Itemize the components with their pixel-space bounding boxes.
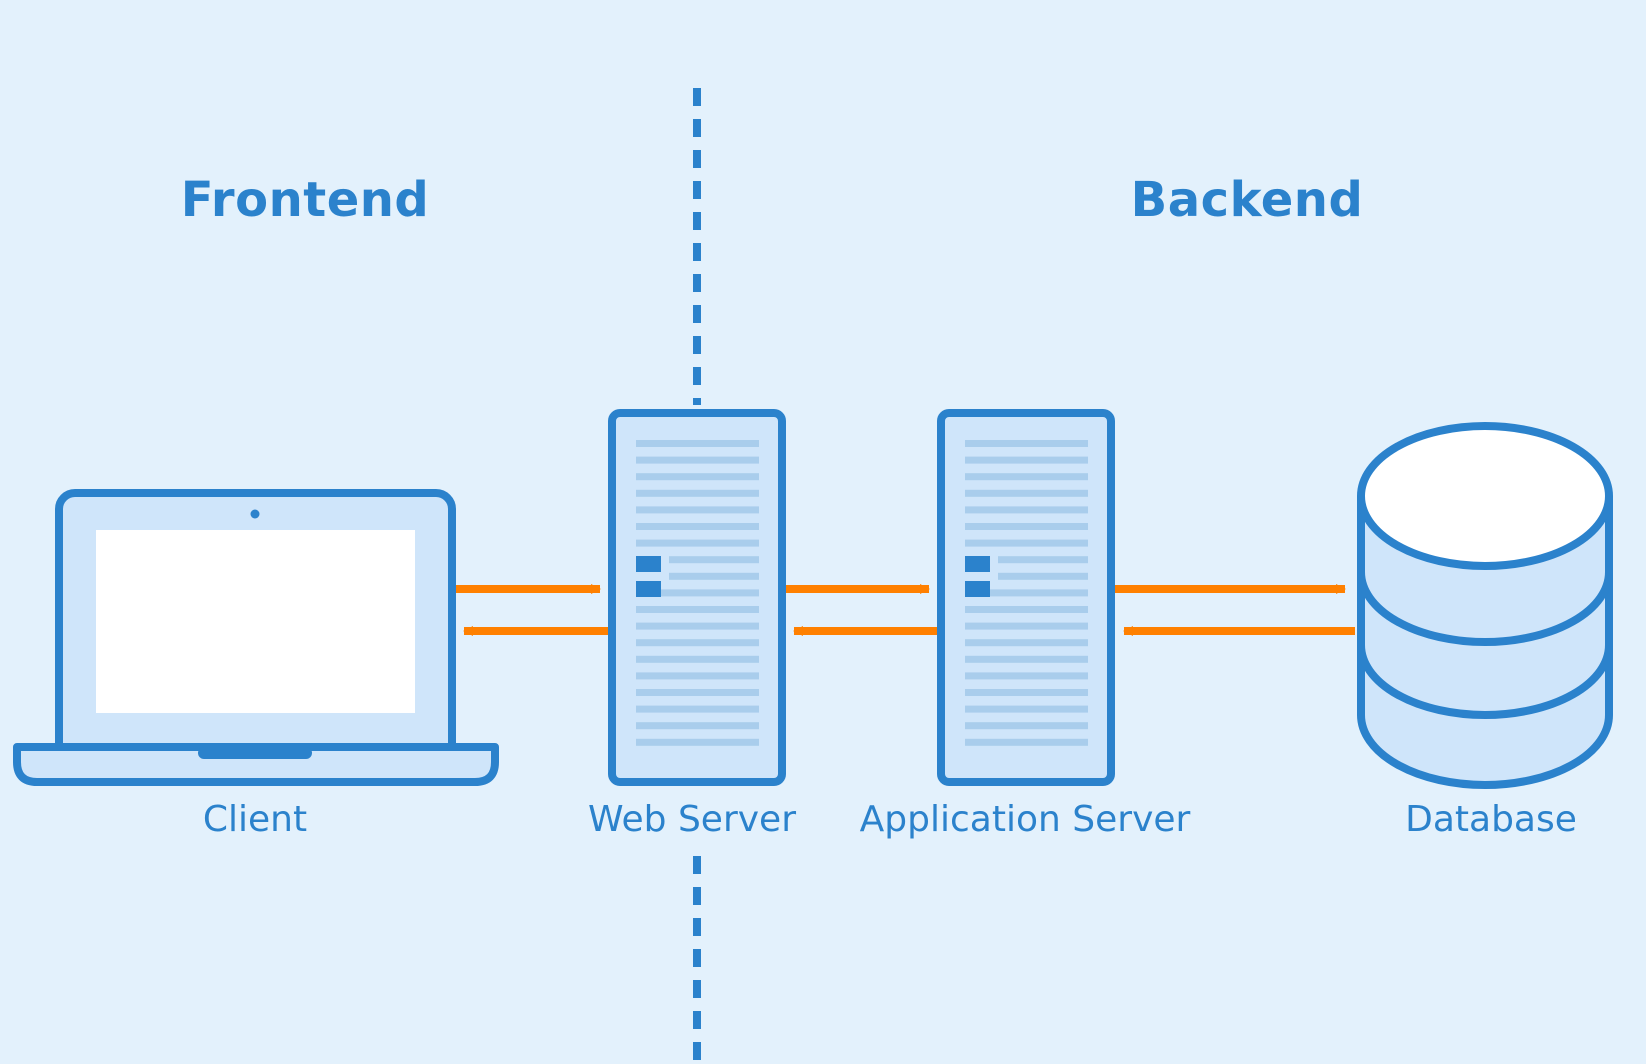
server-stripe bbox=[965, 655, 1088, 663]
database-label: Database bbox=[1405, 799, 1577, 840]
server-stripe bbox=[998, 572, 1088, 580]
server-stripe bbox=[965, 589, 1088, 597]
server-stripe bbox=[636, 606, 759, 613]
server-stripe bbox=[965, 456, 1088, 464]
server-stripe bbox=[965, 622, 1088, 630]
server-stripe bbox=[965, 606, 1088, 613]
server-stripe bbox=[965, 639, 1088, 647]
server-stripe bbox=[965, 523, 1088, 530]
application-server-label: Application Server bbox=[859, 799, 1191, 840]
server-stripe bbox=[636, 622, 759, 630]
server-stripe bbox=[636, 655, 759, 663]
laptop-icon bbox=[13, 489, 499, 786]
server-stripe bbox=[965, 473, 1088, 481]
server-stripe bbox=[636, 473, 759, 481]
frontend-heading: Frontend bbox=[180, 172, 430, 228]
server-stripe bbox=[965, 539, 1088, 547]
server-stripe bbox=[965, 705, 1088, 713]
server-stripe bbox=[636, 489, 759, 497]
server-stripe bbox=[965, 672, 1088, 680]
server-stripe bbox=[669, 572, 759, 580]
client-label: Client bbox=[202, 799, 308, 840]
server-stripe bbox=[965, 689, 1088, 696]
server-stripe bbox=[636, 689, 759, 696]
server-stripe bbox=[636, 506, 759, 514]
server-stripe bbox=[965, 738, 1088, 746]
server-stripe bbox=[669, 556, 759, 564]
server-stripe bbox=[636, 539, 759, 547]
web-server-icon bbox=[608, 409, 786, 786]
server-stripe bbox=[636, 705, 759, 713]
web-server-label: Web Server bbox=[588, 799, 796, 840]
application-server-icon bbox=[937, 409, 1115, 786]
server-stripe bbox=[998, 556, 1088, 564]
server-stripe bbox=[636, 722, 759, 730]
server-stripe bbox=[965, 489, 1088, 497]
database-icon bbox=[1357, 422, 1613, 789]
server-stripe bbox=[636, 440, 759, 447]
backend-heading: Backend bbox=[1130, 172, 1364, 228]
server-stripe bbox=[636, 672, 759, 680]
server-stripe bbox=[965, 722, 1088, 730]
server-stripe bbox=[636, 456, 759, 464]
server-stripe bbox=[636, 523, 759, 530]
server-stripe bbox=[965, 440, 1088, 447]
server-stripe bbox=[636, 738, 759, 746]
request-response-arrows bbox=[456, 584, 1355, 636]
server-stripe bbox=[636, 589, 759, 597]
server-stripe bbox=[965, 506, 1088, 514]
server-stripe bbox=[636, 639, 759, 647]
